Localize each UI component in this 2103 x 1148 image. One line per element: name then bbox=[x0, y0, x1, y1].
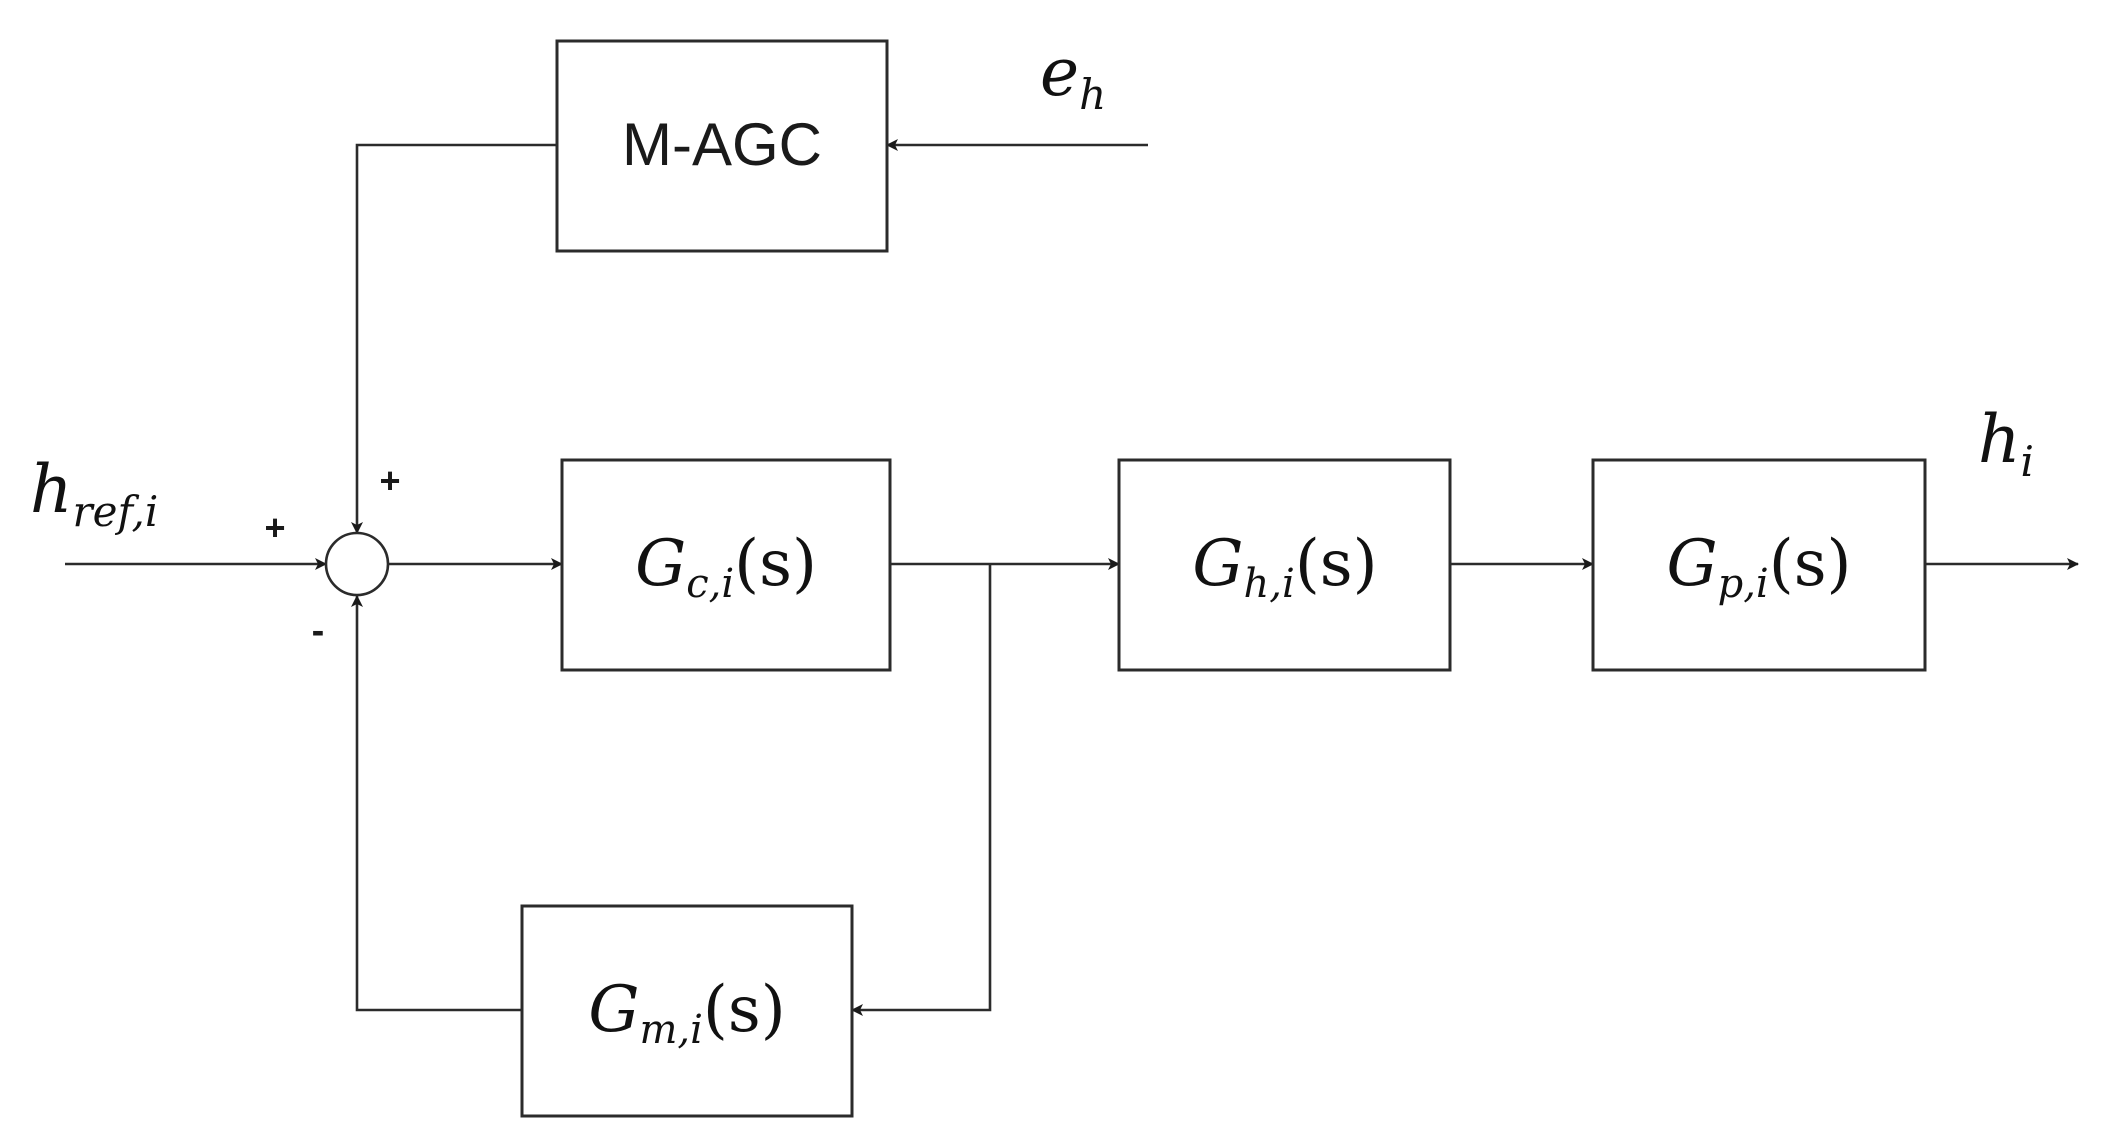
gc-block: Gc,i(s) bbox=[560, 458, 892, 672]
output-label: hi bbox=[1978, 401, 2034, 486]
magc-label: M-AGC bbox=[622, 111, 822, 178]
sign-agc: + bbox=[379, 460, 400, 501]
reference-input-label: href,i bbox=[30, 451, 158, 536]
magc-output-wire bbox=[351, 143, 557, 534]
magc-block: M-AGC bbox=[555, 39, 889, 253]
gp-block: Gp,i(s) bbox=[1591, 458, 1927, 672]
gm-block: Gm,i(s) bbox=[520, 904, 854, 1118]
gp-transfer-function: Gp,i(s) bbox=[1666, 527, 1851, 607]
disturbance-label: eh bbox=[1040, 34, 1106, 119]
sign-reference: + bbox=[264, 507, 285, 548]
gm-feedback-wire bbox=[351, 595, 522, 1012]
gm-transfer-function: Gm,i(s) bbox=[588, 973, 785, 1053]
gh-block: Gh,i(s) bbox=[1117, 458, 1452, 672]
summing-junction bbox=[324, 531, 390, 597]
gh-transfer-function: Gh,i(s) bbox=[1192, 527, 1377, 607]
gc-transfer-function: Gc,i(s) bbox=[635, 527, 817, 607]
gc-branch-to-gm-wire bbox=[851, 564, 992, 1016]
sign-feedback: - bbox=[312, 610, 325, 652]
